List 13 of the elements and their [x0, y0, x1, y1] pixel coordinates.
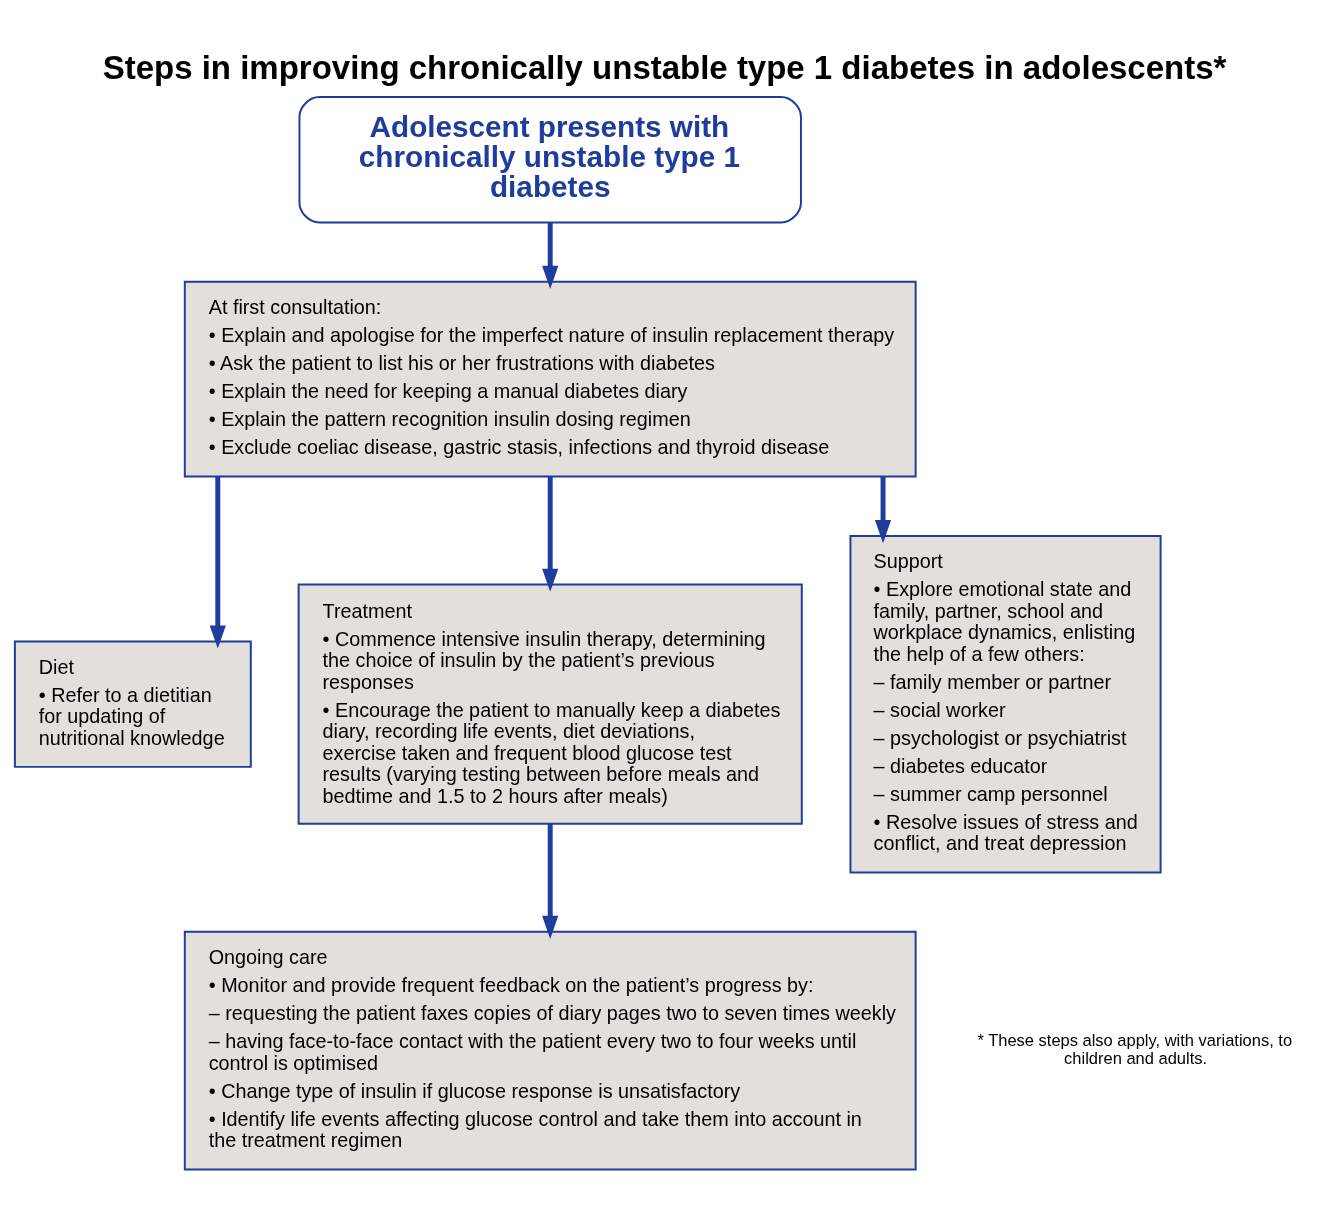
node-box: At first consultation: • Explain and apologise for the imperfect nature of insulin replacement therapy • Ask the patient to list his or her frustrations with diabetes • Explain the need for keeping a manual diabetes diary • Explain the pattern recognition insulin dosing regimen • Exclude coeliac disease, gastric stasis, infections and thyroid disease — [183, 280, 917, 478]
diagram-title: Steps in improving chronically unstable type 1 diabetes in adolescents* — [102, 48, 1227, 86]
label: * These steps also apply, with variations, to children and adults. — [977, 1030, 1293, 1067]
node-box: Treatment • Commence intensive insulin therapy, determining the choice of insulin by the patient’s previous responses • Encourage the patient to manually keep a diabetes diary, recording life events, diet deviations, exercise taken and frequent blood glucose test results (varying testing between before meals and bedtime and 1.5 to 2 hours after meals) — [297, 583, 803, 825]
arrow — [542, 823, 559, 939]
node-box: Adolescent presents with chronically unstable type 1 diabetes — [298, 96, 802, 224]
node-box: Diet • Refer to a dietitian for updating of nutritional knowledge — [13, 640, 252, 768]
node-box: Support • Explore emotional state and family, partner, school and workplace dynamics, enlisting the help of a few others: – family member or partner – social worker – psychologist or psychiatrist – diabetes educator – summer camp personnel • Resolve issues of stress and conflict, and treat depression — [849, 534, 1162, 874]
arrow — [209, 476, 226, 649]
arrow — [542, 476, 559, 592]
arrow — [542, 222, 559, 289]
node-box: Ongoing care • Monitor and provide frequent feedback on the patient’s progress by: – requesting the patient faxes copies of diary pages two to seven times weekly – having face-to-face contact with the patient every two to four weeks until control is optimised • Change type of insulin if glucose response is unsatisfactory • Identify life events affecting glucose control and take them into account in the treatment regimen — [183, 930, 917, 1171]
arrow — [874, 476, 892, 544]
